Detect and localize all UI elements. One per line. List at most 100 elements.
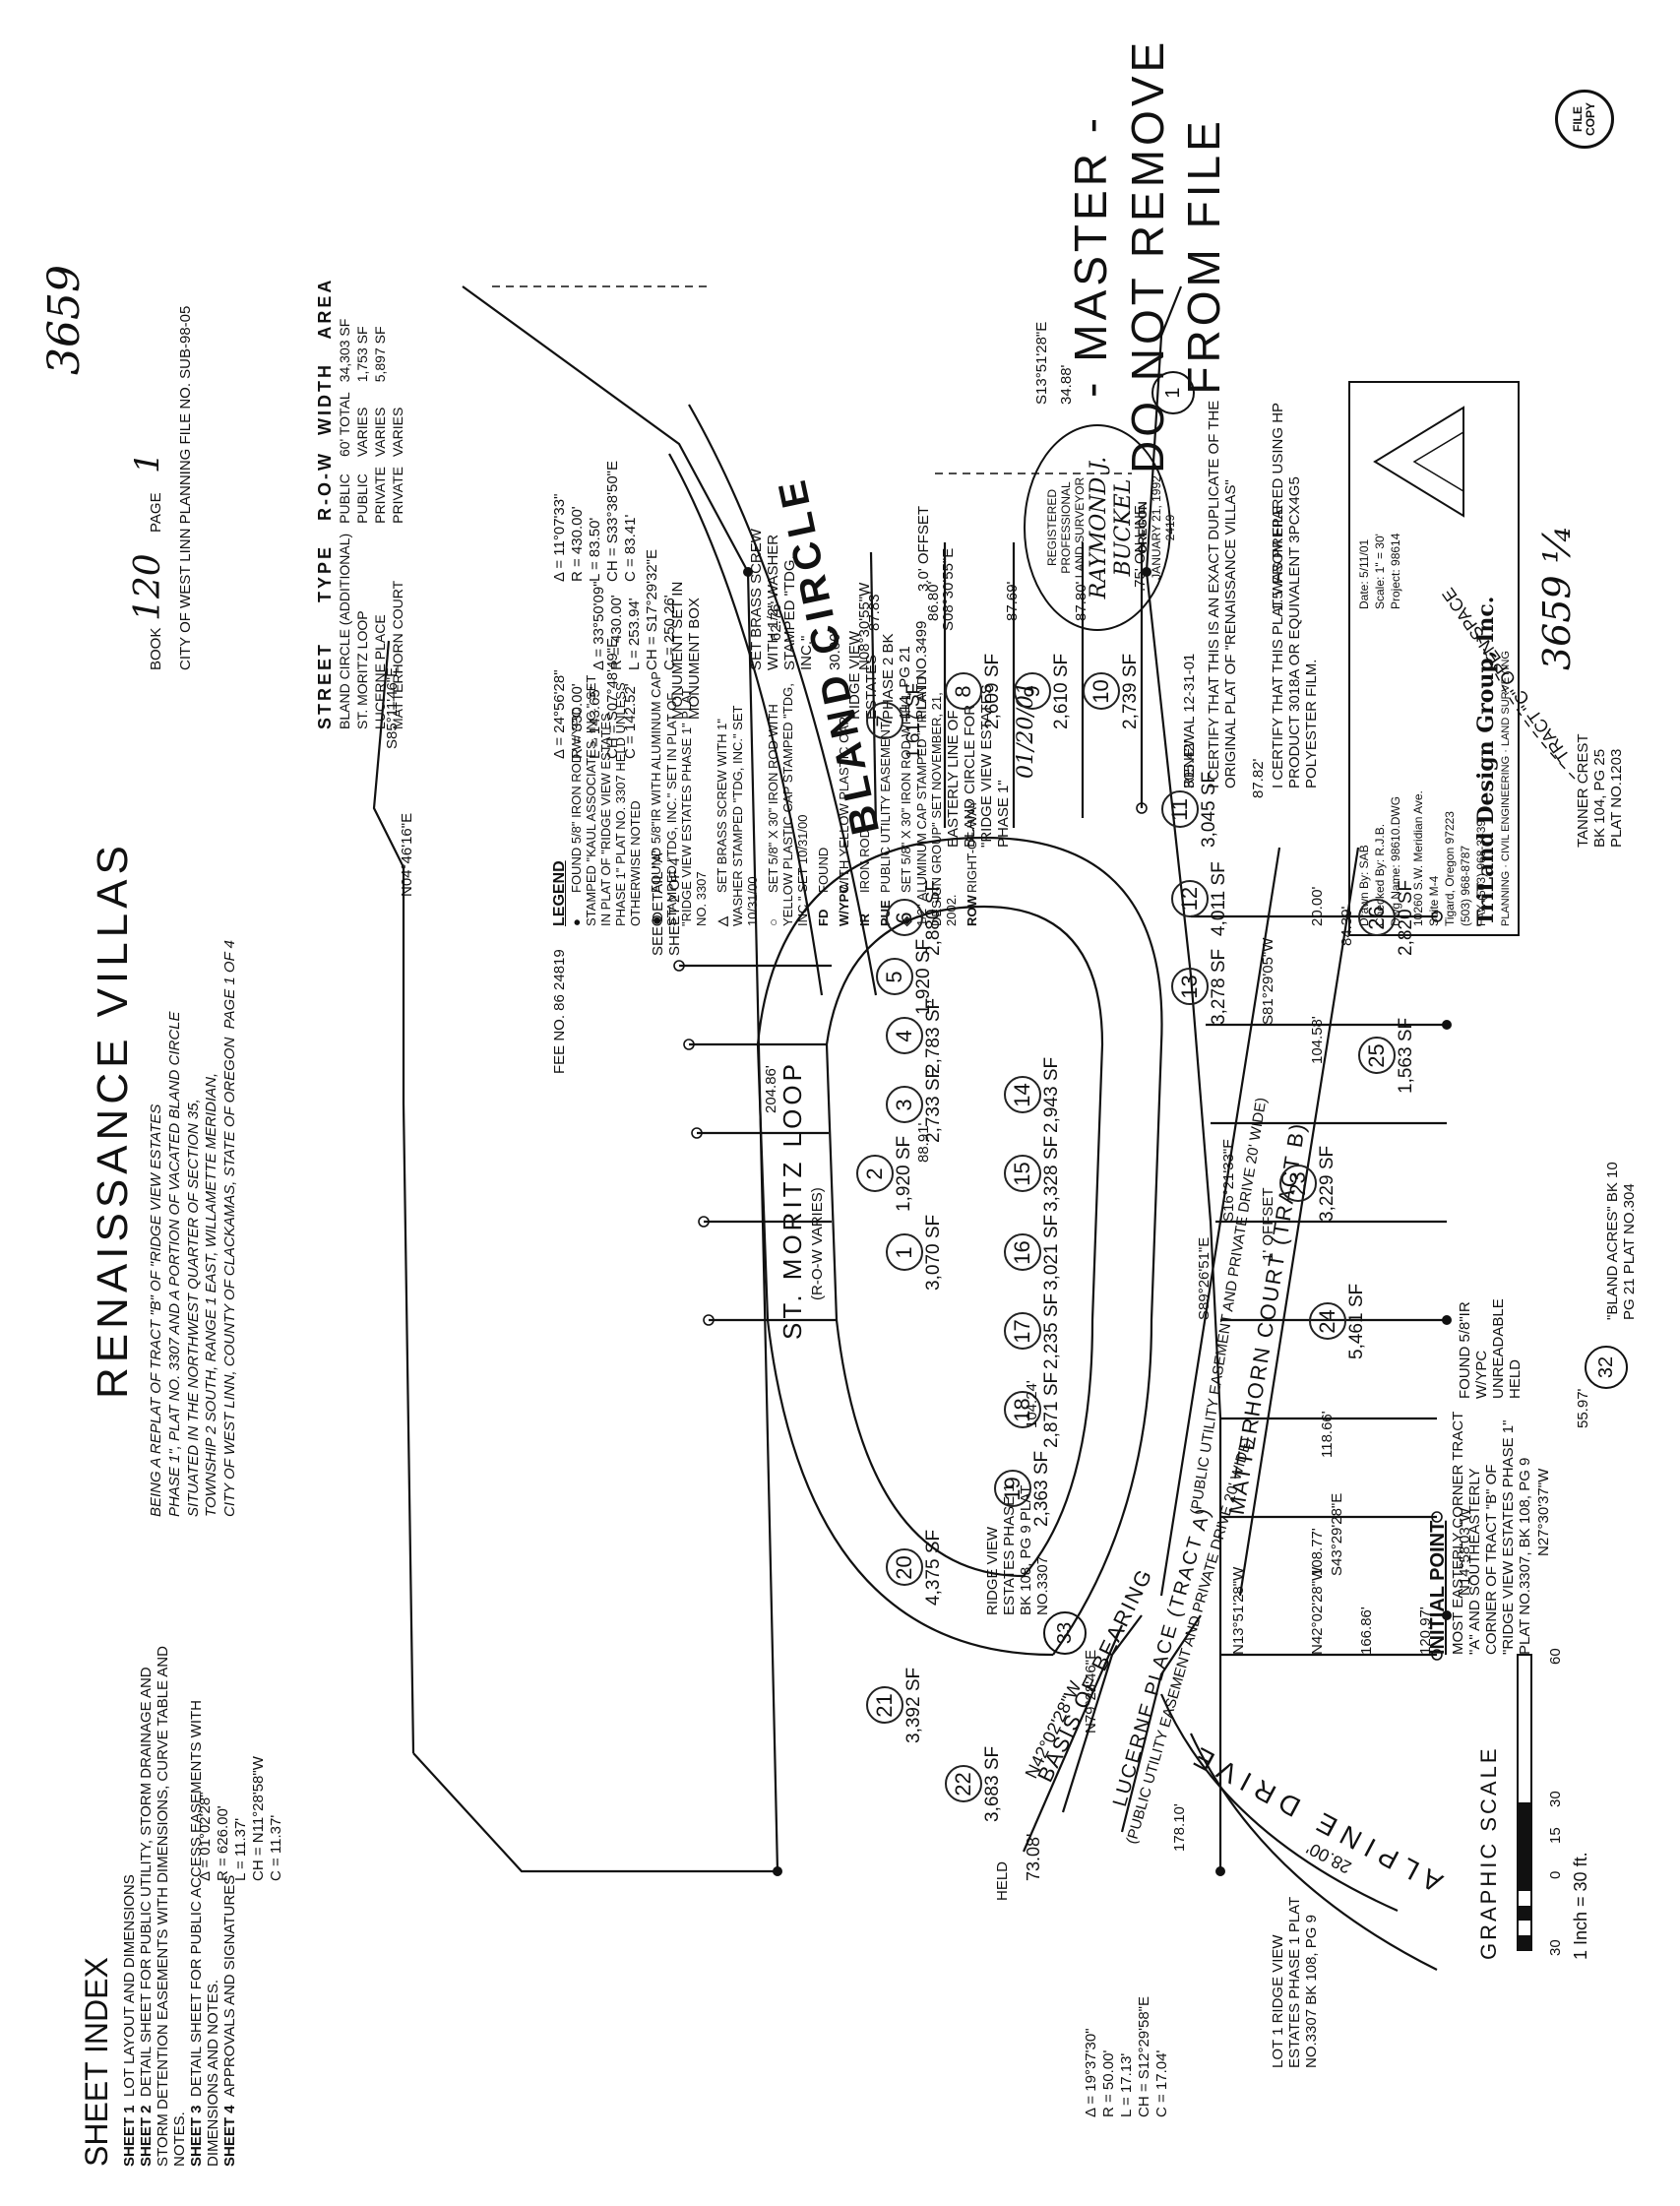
adjoiner-circle-1: 1: [1151, 371, 1195, 414]
matterhorn-court-line: [1159, 847, 1281, 1597]
file-number: 3659: [39, 265, 90, 375]
bearing-label: N27°30'37"W: [1535, 1468, 1552, 1556]
curve-bland-c: Δ = 11°07'33"R = 430.00'L = 83.50'CH = S…: [551, 460, 639, 582]
fee-number: FEE NO. 86 24819: [551, 949, 568, 1074]
bearing-label: S85°11'46"E: [384, 666, 401, 749]
adjoiner-lot-1: LOT 1 RIDGE VIEW ESTATES PHASE 1 PLAT NO…: [1270, 1897, 1320, 2068]
th-row: R-O-W: [315, 450, 335, 521]
curve-alpine: Δ = 01°02'28"R = 626.00'L = 11.37'CH = N…: [197, 1756, 284, 1881]
distance-label: 104.24': [1024, 1380, 1040, 1428]
bearing-label: S08°30'55"E: [940, 547, 957, 631]
brass-screw-note: SET BRASS SCREW WITH 1/2" WASHER STAMPED…: [748, 529, 815, 670]
distance-label: 87.83': [866, 591, 883, 631]
page-label: PAGE: [148, 492, 164, 533]
distance-label: 108.77': [1309, 1528, 1326, 1576]
st-moritz-row: (R-O-W VARIES): [809, 1187, 826, 1300]
plat-title: RENAISSANCE VILLAS: [89, 841, 137, 1399]
st-moritz-loop-inner: [825, 905, 1104, 1578]
book-label: BOOK: [148, 627, 164, 670]
distance-label: 204.86': [763, 1065, 779, 1113]
bearing-label: S81°29'05"W: [1260, 937, 1276, 1025]
distance-label: 178.10': [1171, 1803, 1188, 1852]
page-value: 1: [128, 452, 167, 473]
list-item: SHEET 3 DETAIL SHEET FOR PUBLIC ACCESS E…: [188, 1699, 221, 2167]
adjoiner-circle-32: 32: [1585, 1346, 1628, 1389]
adjoiner-circle-33: 33: [1043, 1611, 1087, 1655]
alpine-drive-north: [1159, 1693, 1399, 1913]
distance-label: 88.91': [915, 1122, 932, 1163]
bearing-label: S89°26'51"E: [1196, 1236, 1213, 1320]
see-detail: SEE DETAIL "A" SHEET 2 OF 4: [650, 848, 683, 956]
basis-held: HELD: [994, 1860, 1011, 1901]
bearing-label: N04°46'16"E: [399, 812, 415, 897]
distance-label: 55.97': [1575, 1388, 1591, 1428]
handwritten-number: 3659 ¹⁄₄: [1535, 527, 1579, 670]
distance-label: 62.76': [768, 600, 784, 641]
alpine-drive-south: [1190, 1733, 1438, 1971]
distance-label: 166.86': [1358, 1607, 1375, 1655]
distance-label: 34.88': [1058, 364, 1075, 405]
bearing-label: N13°51'28"W: [1230, 1566, 1247, 1655]
basis-distance: 73.08': [1024, 1833, 1043, 1881]
bearing-label: S16°21'33"E: [1220, 1138, 1237, 1222]
file-copy-stamp: FILE COPY: [1555, 90, 1614, 149]
th-area: AREA: [315, 277, 335, 340]
bearing-label: N42°02'28"W: [1309, 1566, 1326, 1655]
curve-lucerne: Δ = 19°37'30"R = 50.00'L = 17.13'CH = S1…: [1083, 1995, 1170, 2117]
distance-label: 20.00': [1309, 886, 1326, 926]
master-notice: - MASTER - DO NOT REMOVE FROM FILE: [1065, 37, 1229, 473]
st-moritz-loop-outer: [756, 836, 1163, 1657]
book-value: 120: [128, 553, 168, 621]
th-street: STREET: [315, 641, 335, 729]
th-width: WIDTH: [315, 361, 335, 435]
distance-label: 118.66': [1319, 1411, 1336, 1458]
initial-point-found: FOUND 5/8"IR W/YPC UNREADABLE HELD: [1457, 1298, 1524, 1399]
initial-point: INITIAL POINT MOST EASTERLY CORNER TRACT…: [1427, 1412, 1533, 1655]
distance-label: 87.82': [1250, 758, 1267, 798]
adjoiner-bland-acres: "BLAND ACRES" BK 10 PG 21 PLAT NO.304: [1604, 1162, 1638, 1320]
bearing-label: S13°51'28"E: [1033, 321, 1050, 405]
sheet-index: SHEET INDEX SHEET 1 LOT LAYOUT AND DIMEN…: [79, 1615, 238, 2167]
graphic-scale-note: 1 Inch = 30 ft.: [1571, 1852, 1590, 1960]
note-label: 1.5' FROM FILE: [1270, 505, 1286, 611]
legend-item: △SET BRASS SCREW WITH 1" WASHER STAMPED …: [715, 705, 760, 926]
graphic-scale: GRAPHIC SCALE 30 0 15 30 60 1 Inch = 30 …: [1476, 1645, 1591, 1960]
basis-of-bearing-line: [1022, 1624, 1124, 1853]
adjoiner-tanner-crest-label: TANNER CREST BK 104, PG 25 PLAT NO.1203: [1575, 733, 1625, 848]
distance-label: 87.80': [1073, 581, 1089, 621]
scale-tick: 60: [1547, 1648, 1564, 1665]
bland-circle-east-line: [688, 404, 878, 996]
offset-label: 1' OFFSET: [1260, 1187, 1276, 1261]
sheet-index-title: SHEET INDEX: [79, 1957, 114, 2167]
bland-circle-west-line: [668, 453, 824, 996]
page-of: PAGE 1 OF 4: [221, 940, 238, 1030]
graphic-scale-title: GRAPHIC SCALE: [1476, 1745, 1501, 1961]
legend-item: ○SET 5/8" X 30" IRON ROD WITH YELLOW PLA…: [766, 683, 810, 926]
list-item: SHEET 2 DETAIL SHEET FOR PUBLIC UTILITY,…: [138, 1646, 188, 2167]
triland-logo: [1373, 406, 1464, 518]
distance-label: 120.97': [1417, 1607, 1434, 1655]
graphic-scale-bar: [1517, 1654, 1532, 1951]
distance-label: 87.69': [1004, 581, 1021, 621]
planning-file: CITY OF WEST LINN PLANNING FILE NO. SUB-…: [177, 305, 194, 670]
offset-label: 3.0' OFFSET: [915, 505, 932, 592]
